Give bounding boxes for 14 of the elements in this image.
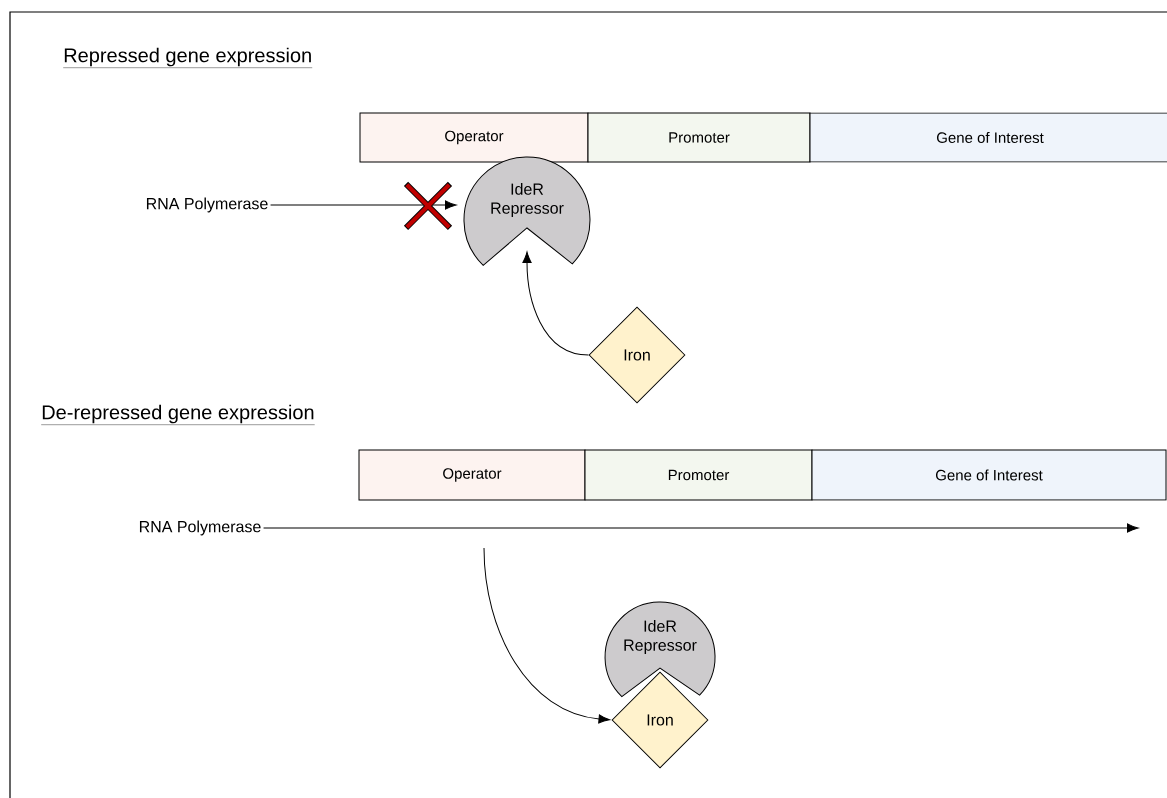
section-heading: Repressed gene expression xyxy=(63,47,313,68)
arrow xyxy=(483,547,610,724)
arrow xyxy=(522,251,589,356)
gene-segment-box: Promoter xyxy=(584,449,813,501)
gene-segment-box: Operator xyxy=(358,449,586,501)
gene-segment-box: Promoter xyxy=(587,112,811,163)
gene-segment-box: Gene of Interest xyxy=(811,449,1167,501)
section-heading: De-repressed gene expression xyxy=(41,404,315,425)
gene-segment-box: Operator xyxy=(359,112,589,163)
arrow xyxy=(263,523,1139,533)
gene-segment-box: Gene of Interest xyxy=(809,112,1167,163)
polymerase-label: RNA Polymerase xyxy=(139,520,261,536)
arrow xyxy=(270,200,457,210)
polymerase-label: RNA Polymerase xyxy=(146,197,268,213)
